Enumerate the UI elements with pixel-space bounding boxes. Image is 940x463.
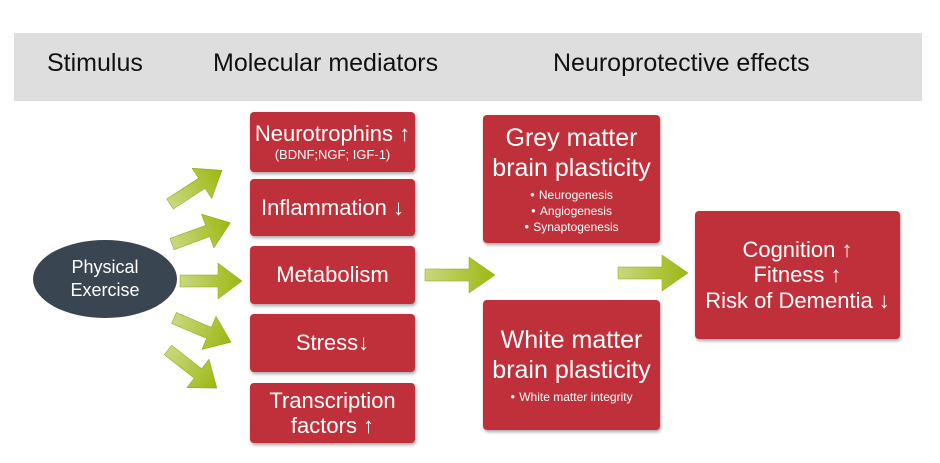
header-molecular-mediators: Molecular mediators [213, 49, 439, 77]
arrow-to-transcription [163, 344, 218, 389]
dementia-risk-label: Risk of Dementia ↓ [705, 287, 890, 313]
arrow-to-metabolism [179, 262, 243, 300]
white-matter-list: White matter integrity [510, 389, 632, 405]
white-matter-box: White matter brain plasticity White matt… [483, 300, 660, 430]
physical-exercise-line2: Exercise [70, 280, 140, 300]
transcription-factors-line1: Transcription [269, 387, 396, 413]
outcomes-box: Cognition ↑ Fitness ↑ Risk of Dementia ↓ [695, 211, 900, 339]
neurotrophins-box: Neurotrophins ↑ (BDNF;NGF; IGF-1) [250, 112, 415, 172]
arrow-to-stress [171, 312, 232, 350]
arrow-to-outcomes [617, 254, 689, 292]
grey-matter-box: Grey matter brain plasticity Neurogenesi… [483, 115, 660, 243]
arrow-to-plasticity [424, 256, 496, 294]
grey-matter-list: Neurogenesis Angiogenesis Synaptogenesis [524, 187, 618, 236]
list-item: Synaptogenesis [524, 219, 618, 235]
white-matter-line2: brain plasticity [492, 355, 651, 384]
metabolism-box: Metabolism [250, 246, 415, 304]
white-matter-line1: White matter [500, 325, 643, 354]
physical-exercise-line1: Physical [71, 256, 139, 277]
stress-label: Stress↓ [295, 330, 370, 356]
inflammation-label: Inflammation ↓ [260, 194, 405, 220]
grey-matter-line2: brain plasticity [492, 153, 651, 182]
neurotrophins-sub: (BDNF;NGF; IGF-1) [274, 147, 391, 163]
fitness-label: Fitness ↑ [753, 262, 842, 288]
arrow-to-neurotrophins [166, 167, 223, 210]
inflammation-box: Inflammation ↓ [250, 179, 415, 236]
stress-box: Stress↓ [250, 314, 415, 372]
transcription-factors-line2: factors ↑ [290, 413, 375, 438]
list-item: Neurogenesis [524, 187, 618, 203]
header-band [14, 33, 922, 101]
neurotrophins-label: Neurotrophins ↑ [254, 120, 411, 146]
grey-matter-line1: Grey matter [505, 123, 638, 152]
metabolism-label: Metabolism [276, 262, 389, 288]
cognition-label: Cognition ↑ [742, 237, 853, 263]
arrow-to-inflammation [169, 213, 231, 250]
list-item: Angiogenesis [524, 203, 618, 219]
physical-exercise-node: Physical Exercise [33, 240, 177, 318]
header-stimulus: Stimulus [47, 49, 143, 77]
header-neuroprotective-effects: Neuroprotective effects [553, 49, 810, 77]
list-item: White matter integrity [510, 389, 632, 405]
transcription-factors-box: Transcription factors ↑ [250, 383, 415, 443]
